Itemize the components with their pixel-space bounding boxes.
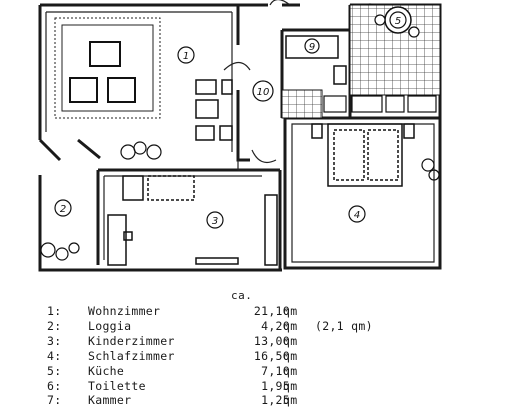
area-unit: qm: [283, 364, 298, 378]
room-area: 21,10: [253, 304, 290, 318]
room-number: 5:: [47, 364, 62, 378]
room-name: Wohnzimmer: [88, 304, 161, 318]
room-name: Loggia: [88, 319, 132, 333]
bedroom-furniture: [311, 123, 415, 187]
legend-header: ca.: [231, 289, 253, 302]
room-number: 4:: [47, 349, 62, 363]
room-name: Küche: [88, 364, 125, 378]
room-name: Toilette: [88, 379, 146, 393]
room-markers: [54, 11, 407, 229]
room-label-5: 5: [395, 16, 401, 27]
room-label-3: 3: [212, 216, 218, 227]
room-label-1: 1: [183, 51, 189, 62]
area-unit: qm: [283, 334, 298, 348]
kitchen-bath: [281, 4, 441, 119]
room-number: 6:: [47, 379, 62, 393]
area-unit: qm: [283, 319, 298, 333]
room-area: 1,95: [261, 379, 290, 393]
room-label-4: 4: [354, 210, 360, 221]
floor-plan: 1 2 3 4 5 9 10: [38, 0, 442, 272]
area-legend: ca. 1: Wohnzimmer 21,10 qm 2: Loggia 4,2…: [0, 287, 507, 407]
room-area: 1,25: [261, 393, 290, 407]
room-area: 16,50: [253, 349, 290, 363]
room-label-10: 10: [257, 87, 270, 98]
room-label-9: 9: [309, 42, 315, 53]
room-area: 7,10: [261, 364, 290, 378]
room-area: 4,20: [261, 319, 290, 333]
room-number: 2:: [47, 319, 62, 333]
room-number: 1:: [47, 304, 62, 318]
area-note: (2,1 qm): [315, 319, 373, 333]
living-room-furniture: [54, 17, 233, 141]
room-name: Kinderzimmer: [88, 334, 175, 348]
area-unit: qm: [283, 349, 298, 363]
kids-room-furniture: [107, 175, 278, 266]
room-area: 13,00: [253, 334, 290, 348]
area-unit: qm: [283, 393, 298, 407]
inner-lines: [45, 0, 435, 263]
room-name: Kammer: [88, 393, 132, 407]
room-name: Schlafzimmer: [88, 349, 175, 363]
room-label-2: 2: [60, 204, 66, 215]
room-number: 7:: [47, 393, 62, 407]
room-number: 3:: [47, 334, 62, 348]
area-unit: qm: [283, 304, 298, 318]
area-unit: qm: [283, 379, 298, 393]
